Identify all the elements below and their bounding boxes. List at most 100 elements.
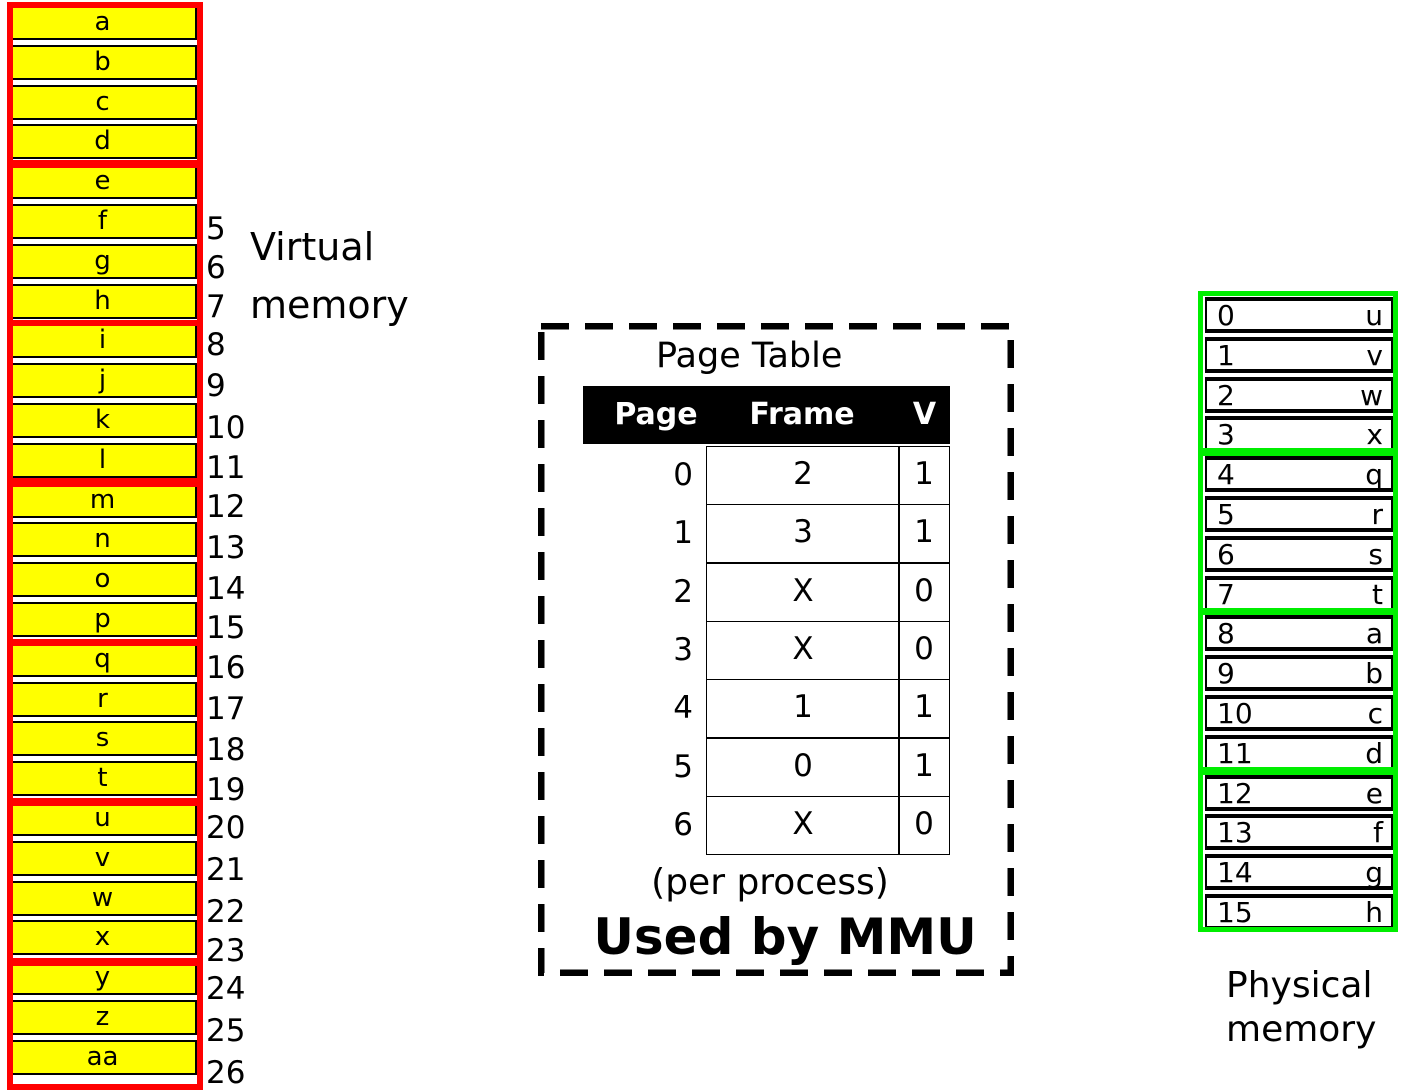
page-number: 4 <box>673 690 693 726</box>
valid-bit-cell: 0 <box>898 796 950 855</box>
virtual-memory-cell: aa <box>8 1040 197 1075</box>
physical-memory-title: Physical memory <box>1226 964 1376 1052</box>
physical-cell-value: w <box>1360 379 1383 412</box>
virtual-address-label: 5 <box>206 211 226 247</box>
virtual-address-label: 11 <box>206 450 246 486</box>
virtual-memory-cell: w <box>8 881 197 916</box>
page-number: 5 <box>673 749 693 785</box>
physical-cell-value: q <box>1365 458 1383 491</box>
physical-cell-value: t <box>1372 578 1383 611</box>
virtual-memory-title-line2: memory <box>250 283 409 327</box>
physical-address-label: 14 <box>1217 856 1253 889</box>
physical-memory-cell: 10 c <box>1205 695 1393 731</box>
virtual-memory-cell: e <box>8 164 197 199</box>
virtual-memory-cell: f <box>8 204 197 239</box>
physical-cell-value: s <box>1368 538 1383 571</box>
physical-cell-value: r <box>1371 498 1383 531</box>
dashed-border <box>538 323 1014 976</box>
virtual-page-outline <box>7 800 203 964</box>
physical-memory-cell: 13 f <box>1205 814 1393 850</box>
physical-cell-value: u <box>1365 299 1383 332</box>
virtual-address-label: 24 <box>206 971 246 1007</box>
physical-cell-value: c <box>1367 697 1383 730</box>
valid-bit-cell: 1 <box>898 504 950 563</box>
valid-bit-cell: 1 <box>898 446 950 505</box>
virtual-address-label: 7 <box>206 289 226 325</box>
virtual-memory-cell: d <box>8 124 197 159</box>
page-table-note: (per process) <box>651 862 889 903</box>
physical-cell-value: e <box>1365 777 1383 810</box>
physical-address-label: 8 <box>1217 617 1235 650</box>
virtual-address-label: 10 <box>206 410 246 446</box>
virtual-address-label: 15 <box>206 610 246 646</box>
virtual-memory-title-line1: Virtual <box>250 225 375 269</box>
virtual-address-label: 12 <box>206 489 246 525</box>
virtual-address-label: 20 <box>206 810 246 846</box>
virtual-memory-cell: r <box>8 682 197 717</box>
page-table-header: Page Frame V <box>583 386 950 444</box>
virtual-memory-cell: i <box>8 323 197 358</box>
physical-address-label: 0 <box>1217 299 1235 332</box>
page-number: 6 <box>673 807 693 843</box>
physical-address-label: 10 <box>1217 697 1253 730</box>
physical-memory-title-line1: Physical <box>1226 965 1373 1006</box>
physical-address-label: 9 <box>1217 657 1235 690</box>
physical-cell-value: h <box>1365 896 1383 929</box>
header-valid: V <box>912 397 937 432</box>
virtual-memory-cell: c <box>8 85 197 120</box>
physical-address-label: 11 <box>1217 737 1253 770</box>
virtual-address-label: 26 <box>206 1055 246 1091</box>
virtual-address-label: 16 <box>206 650 246 686</box>
virtual-memory-cell: t <box>8 761 197 796</box>
physical-frame-outline <box>1198 610 1398 772</box>
page-table-box <box>538 323 1014 976</box>
valid-bit-cell: 0 <box>898 563 950 622</box>
virtual-address-label: 25 <box>206 1013 246 1049</box>
frame-cell: 0 <box>706 738 900 797</box>
virtual-memory-cell: j <box>8 363 197 398</box>
physical-frame-outline <box>1198 291 1398 453</box>
physical-cell-value: f <box>1373 816 1383 849</box>
virtual-memory-cell: o <box>8 562 197 597</box>
physical-address-label: 12 <box>1217 777 1253 810</box>
page-number: 3 <box>673 632 693 668</box>
virtual-memory-cell: z <box>8 1000 197 1035</box>
physical-cell-value: b <box>1365 657 1383 690</box>
valid-bit-cell: 1 <box>898 679 950 738</box>
frame-cell: 2 <box>706 446 900 505</box>
virtual-address-label: 21 <box>206 852 246 888</box>
page-table-caption: Used by MMU <box>593 908 977 966</box>
physical-address-label: 6 <box>1217 538 1235 571</box>
virtual-memory-cell: n <box>8 522 197 557</box>
virtual-address-label: 9 <box>206 368 226 404</box>
physical-cell-value: a <box>1365 617 1383 650</box>
virtual-page-outline <box>7 2 203 166</box>
physical-address-label: 2 <box>1217 379 1235 412</box>
virtual-address-label: 8 <box>206 327 226 363</box>
physical-memory-title-line2: memory <box>1226 1009 1377 1050</box>
virtual-address-label: 23 <box>206 933 246 969</box>
physical-memory-cell: 12 e <box>1205 775 1393 811</box>
virtual-page-outline <box>7 960 203 1090</box>
virtual-memory-cell: u <box>8 801 197 836</box>
physical-address-label: 13 <box>1217 816 1253 849</box>
physical-address-label: 15 <box>1217 896 1253 929</box>
header-page: Page <box>614 397 698 432</box>
frame-cell: X <box>706 621 900 680</box>
virtual-address-label: 14 <box>206 571 246 607</box>
frame-cell: 3 <box>706 504 900 563</box>
virtual-memory-cell: p <box>8 602 197 637</box>
physical-frame-outline <box>1198 451 1398 613</box>
header-frame: Frame <box>749 397 855 432</box>
physical-address-label: 5 <box>1217 498 1235 531</box>
physical-address-label: 3 <box>1217 418 1235 451</box>
page-number: 0 <box>673 457 693 493</box>
virtual-memory-title: Virtual memory <box>250 218 409 334</box>
